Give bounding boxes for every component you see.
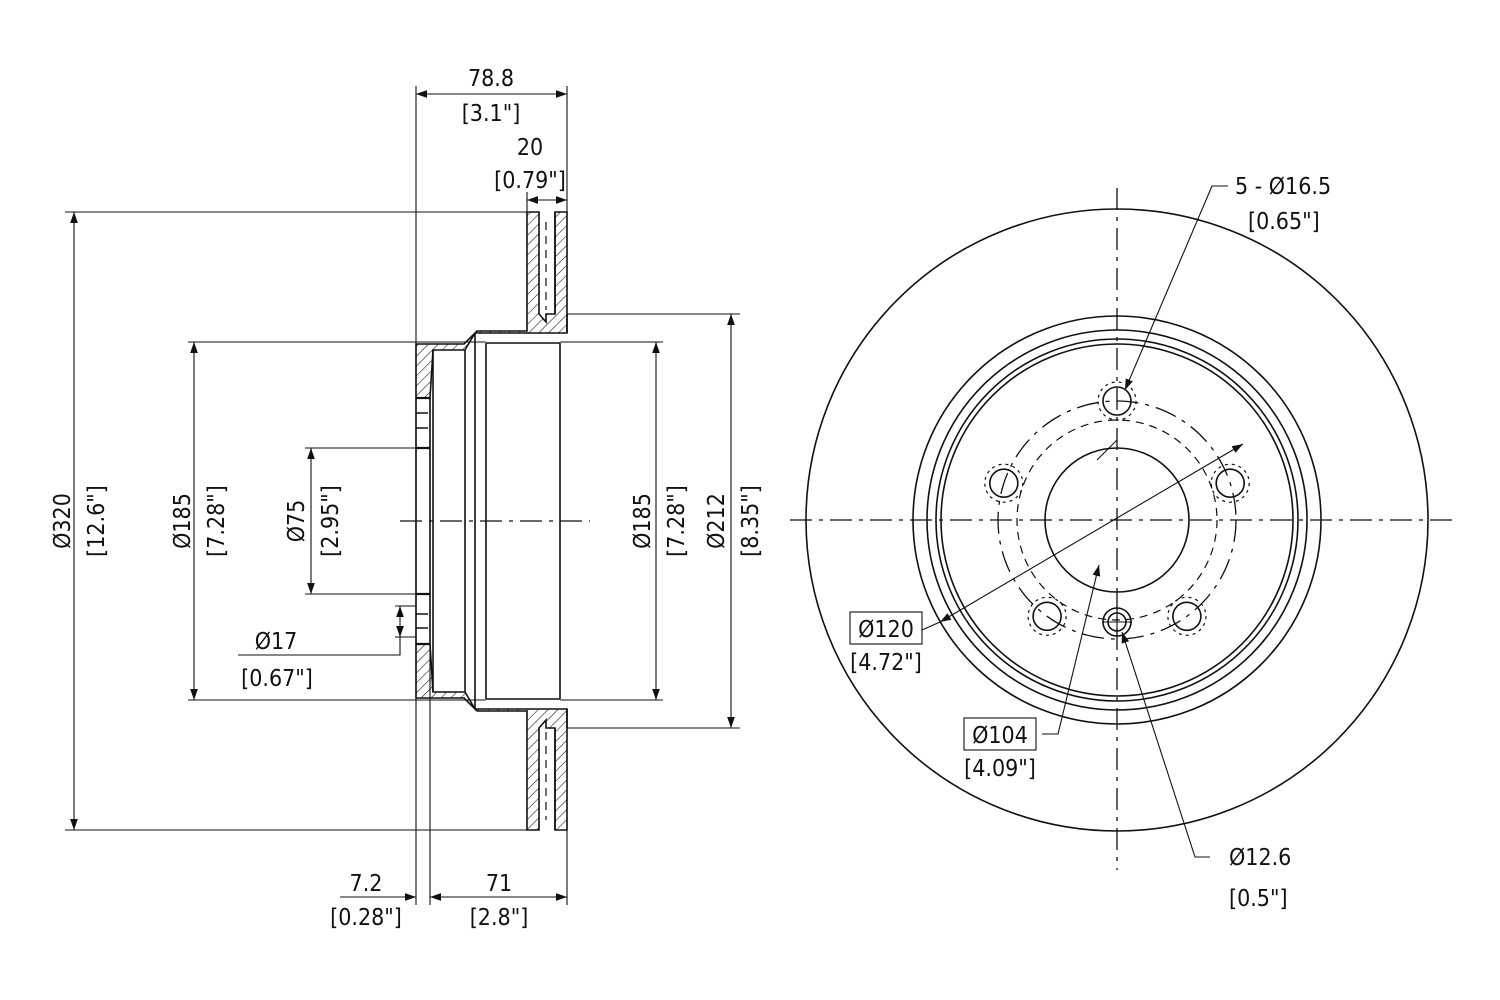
- outer-diameter-inch: [12.6"]: [84, 485, 110, 557]
- locator-hole-inch: [0.5"]: [1229, 886, 1288, 912]
- side-section-view: [400, 211, 590, 831]
- inner-ring-circle-2: [926, 329, 1308, 711]
- hub-diameter-inch: [4.09"]: [964, 756, 1036, 782]
- bolt-holes-inch: [0.65"]: [1248, 209, 1320, 235]
- bolt-hole-chamfer: [1097, 381, 1137, 421]
- hat-bore-lines: [464, 333, 561, 709]
- side-extension-lines: [65, 86, 740, 905]
- lower-section-hatch: [415, 643, 568, 831]
- bolt-circle-inch: [4.72"]: [850, 650, 922, 676]
- hat-diameter-right-label: Ø185: [630, 493, 656, 549]
- overall-width-label: 78.8: [468, 66, 514, 92]
- friction-ring-width-inch: [0.79"]: [494, 168, 566, 194]
- outer-diameter-label: Ø320: [50, 493, 76, 549]
- hat-height-inch: [2.8"]: [470, 905, 529, 931]
- bolt-hole-inch: [0.67"]: [241, 666, 313, 692]
- bolt-circle-box: [849, 611, 923, 645]
- hat-diameter-left-inch: [7.28"]: [204, 485, 230, 557]
- center-bore-label: Ø75: [284, 500, 310, 543]
- friction-ring-width-label: 20: [517, 135, 543, 161]
- locator-hole-label: Ø12.6: [1229, 845, 1291, 871]
- friction-ring-faces: [554, 212, 568, 830]
- inner-ring-circle-1: [912, 315, 1322, 725]
- center-bore-inch: [2.95"]: [318, 485, 344, 557]
- inner-ring-diameter-inch: [8.35"]: [738, 485, 764, 557]
- locator-hole-crosshair: [1102, 607, 1132, 637]
- outer-rotor-circle: [805, 208, 1429, 832]
- front-dimension-labels: 5 - Ø16.5 [0.65"] Ø120 [4.72"] Ø104 [4.0…: [849, 174, 1331, 912]
- bolt-holes-label: 5 - Ø16.5: [1235, 174, 1331, 200]
- hat-face-lines: [416, 396, 430, 646]
- front-leader-lines: [921, 185, 1244, 858]
- bolt-hole-label: Ø17: [255, 629, 298, 655]
- hub-diameter-label: Ø104: [972, 723, 1028, 749]
- hub-diameter-box: [963, 717, 1037, 751]
- hat-height-label: 71: [486, 871, 512, 897]
- bolt-circle-label: Ø120: [858, 617, 914, 643]
- overall-width-inch: [3.1"]: [462, 101, 521, 127]
- hat-diameter-right-inch: [7.28"]: [664, 485, 690, 557]
- side-dimension-labels: 78.8 [3.1"] 20 [0.79"] Ø320 [12.6"] Ø185…: [50, 66, 764, 931]
- inner-ring-circle-3: [935, 338, 1299, 702]
- hat-thickness-label: 7.2: [350, 871, 383, 897]
- hat-thickness-inch: [0.28"]: [330, 905, 402, 931]
- inner-ring-diameter-label: Ø212: [704, 493, 730, 549]
- side-dimension-lines: [70, 90, 735, 901]
- front-view: [790, 188, 1452, 870]
- hat-diameter-left-label: Ø185: [170, 493, 196, 549]
- upper-section-hatch: [415, 211, 568, 399]
- bolt-hole: [1102, 386, 1132, 416]
